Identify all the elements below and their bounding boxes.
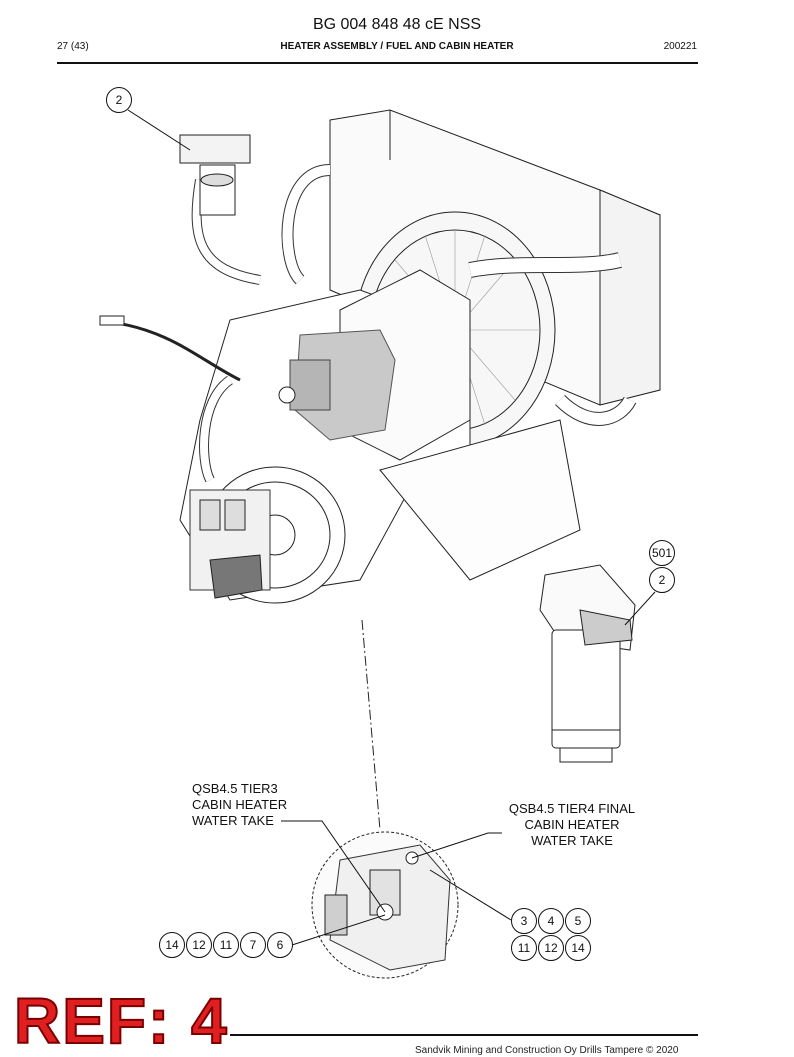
detail-view: [311, 831, 459, 979]
callout-left-7[interactable]: 7: [240, 932, 266, 958]
callout-left-6[interactable]: 6: [267, 932, 293, 958]
callout-right-4[interactable]: 4: [538, 908, 564, 934]
tier4-label-line: QSB4.5 TIER4 FINAL: [508, 801, 636, 816]
coolant-hoses: [99, 164, 637, 483]
callout-left-11[interactable]: 11: [213, 932, 239, 958]
section-title: HEATER ASSEMBLY / FUEL AND CABIN HEATER: [280, 41, 514, 52]
tier4-label: QSB4.5 TIER4 FINAL CABIN HEATER WATER TA…: [506, 801, 638, 849]
callout-right-11[interactable]: 11: [511, 935, 537, 961]
doc-id: BG 004 848 48 cE NSS: [312, 16, 482, 33]
tier4-label-line: CABIN HEATER: [524, 817, 620, 832]
tier3-label-line: QSB4.5 TIER3: [192, 781, 278, 796]
footer-copyright: Sandvik Mining and Construction Oy Drill…: [415, 1045, 679, 1056]
footer-rule: [230, 1034, 698, 1036]
callout-filter-2[interactable]: 2: [649, 567, 675, 593]
page-number: 27 (43): [57, 41, 89, 52]
callout-left-12[interactable]: 12: [186, 932, 212, 958]
callout-filter-501[interactable]: 501: [649, 540, 675, 566]
heater-valve-top: [179, 134, 251, 216]
callout-right-5[interactable]: 5: [565, 908, 591, 934]
callout-top-left[interactable]: 2: [106, 87, 132, 113]
tier4-label-line: WATER TAKE: [531, 833, 613, 848]
callout-right-14[interactable]: 14: [565, 935, 591, 961]
ref-stamp: REF: 4: [13, 985, 229, 1057]
callout-left-14[interactable]: 14: [159, 932, 185, 958]
leader-lines: [127, 109, 656, 946]
callout-right-12[interactable]: 12: [538, 935, 564, 961]
tier3-label-line: CABIN HEATER: [192, 797, 288, 812]
tier3-label: QSB4.5 TIER3 CABIN HEATER WATER TAKE: [192, 781, 287, 829]
detail-guide-line: [361, 619, 381, 831]
fuel-filter: [539, 564, 636, 763]
header-rule: [57, 62, 698, 64]
engine-block: [179, 269, 581, 604]
callout-right-3[interactable]: 3: [511, 908, 537, 934]
date-code: 200221: [663, 41, 697, 52]
tier3-label-line: WATER TAKE: [192, 813, 274, 828]
